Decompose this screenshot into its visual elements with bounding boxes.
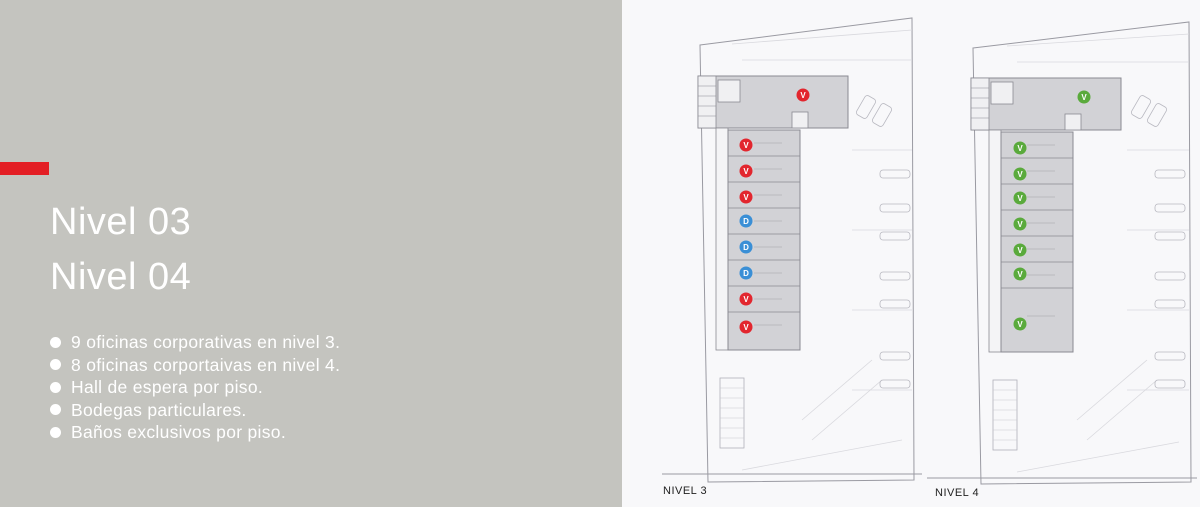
unit-markers-nivel-3: V V V V D D D V V — [739, 88, 810, 334]
unit-marker-letter: V — [743, 323, 749, 332]
list-item: Baños exclusivos por piso. — [50, 421, 340, 444]
unit-marker-icon — [739, 320, 753, 334]
unit-marker-letter: V — [1017, 170, 1023, 179]
unit-marker-letter: V — [743, 141, 749, 150]
unit-marker-icon — [1077, 90, 1091, 104]
heading-nivel-03: Nivel 03 — [50, 201, 192, 243]
unit-marker-letter: V — [1017, 270, 1023, 279]
unit-marker-icon — [1013, 217, 1027, 231]
unit-marker-letter: V — [743, 193, 749, 202]
unit-marker-letter: V — [1017, 144, 1023, 153]
unit-marker-icon — [739, 214, 753, 228]
features-list: 9 oficinas corporativas en nivel 3. 8 of… — [50, 331, 340, 444]
list-item: Hall de espera por piso. — [50, 376, 340, 399]
unit-marker-letter: V — [1081, 93, 1087, 102]
bullet-dot-icon — [50, 381, 61, 393]
floor-plan-nivel-4: V V V V V V V V — [927, 21, 1197, 485]
unit-marker-icon — [739, 240, 753, 254]
unit-marker-icon — [739, 292, 753, 306]
unit-marker-letter: V — [1017, 194, 1023, 203]
unit-marker-icon — [1013, 267, 1027, 281]
unit-marker-letter: V — [1017, 246, 1023, 255]
floor-plans-panel: V V V V D D D V V NIVEL 3 — [622, 0, 1200, 507]
unit-marker-icon — [739, 190, 753, 204]
unit-marker-icon — [1013, 141, 1027, 155]
list-item-text: Baños exclusivos por piso. — [71, 422, 286, 442]
bullet-dot-icon — [50, 404, 61, 416]
list-item-text: 8 oficinas corportaivas en nivel 4. — [71, 354, 341, 375]
unit-marker-icon — [739, 138, 753, 152]
list-item-text: 9 oficinas corporativas en nivel 3. — [71, 332, 341, 352]
unit-marker-letter: D — [743, 269, 749, 278]
list-item: Bodegas particulares. — [50, 399, 340, 422]
unit-marker-letter: V — [800, 91, 806, 100]
list-item: 9 oficinas corporativas en nivel 3. — [50, 331, 340, 354]
list-item: 8 oficinas corportaivas en nivel 4. — [50, 354, 340, 377]
info-panel: Nivel 03 Nivel 04 9 oficinas corporativa… — [0, 0, 622, 507]
unit-marker-icon — [739, 164, 753, 178]
unit-markers-nivel-4: V V V V V V V V — [1013, 90, 1091, 331]
plan-label-nivel-4: NIVEL 4 — [935, 487, 980, 499]
unit-marker-icon — [1013, 191, 1027, 205]
unit-marker-letter: D — [743, 217, 749, 226]
unit-marker-letter: V — [1017, 220, 1023, 229]
unit-marker-letter: V — [743, 295, 749, 304]
heading-nivel-04: Nivel 04 — [50, 256, 192, 298]
unit-marker-letter: V — [1017, 320, 1023, 329]
unit-marker-letter: D — [743, 243, 749, 252]
unit-marker-icon — [1013, 243, 1027, 257]
list-item-text: Hall de espera por piso. — [71, 377, 264, 397]
list-item-text: Bodegas particulares. — [71, 399, 247, 420]
bullet-dot-icon — [50, 359, 61, 371]
accent-bar — [0, 162, 49, 175]
unit-marker-icon — [739, 266, 753, 280]
bullet-dot-icon — [50, 336, 61, 348]
unit-marker-icon — [1013, 167, 1027, 181]
bullet-dot-icon — [50, 426, 61, 438]
unit-marker-letter: V — [743, 167, 749, 176]
unit-marker-icon — [1013, 317, 1027, 331]
unit-marker-icon — [796, 88, 810, 102]
floor-plan-nivel-3: V V V V D D D V V — [662, 17, 922, 483]
plan-label-nivel-3: NIVEL 3 — [663, 485, 708, 497]
